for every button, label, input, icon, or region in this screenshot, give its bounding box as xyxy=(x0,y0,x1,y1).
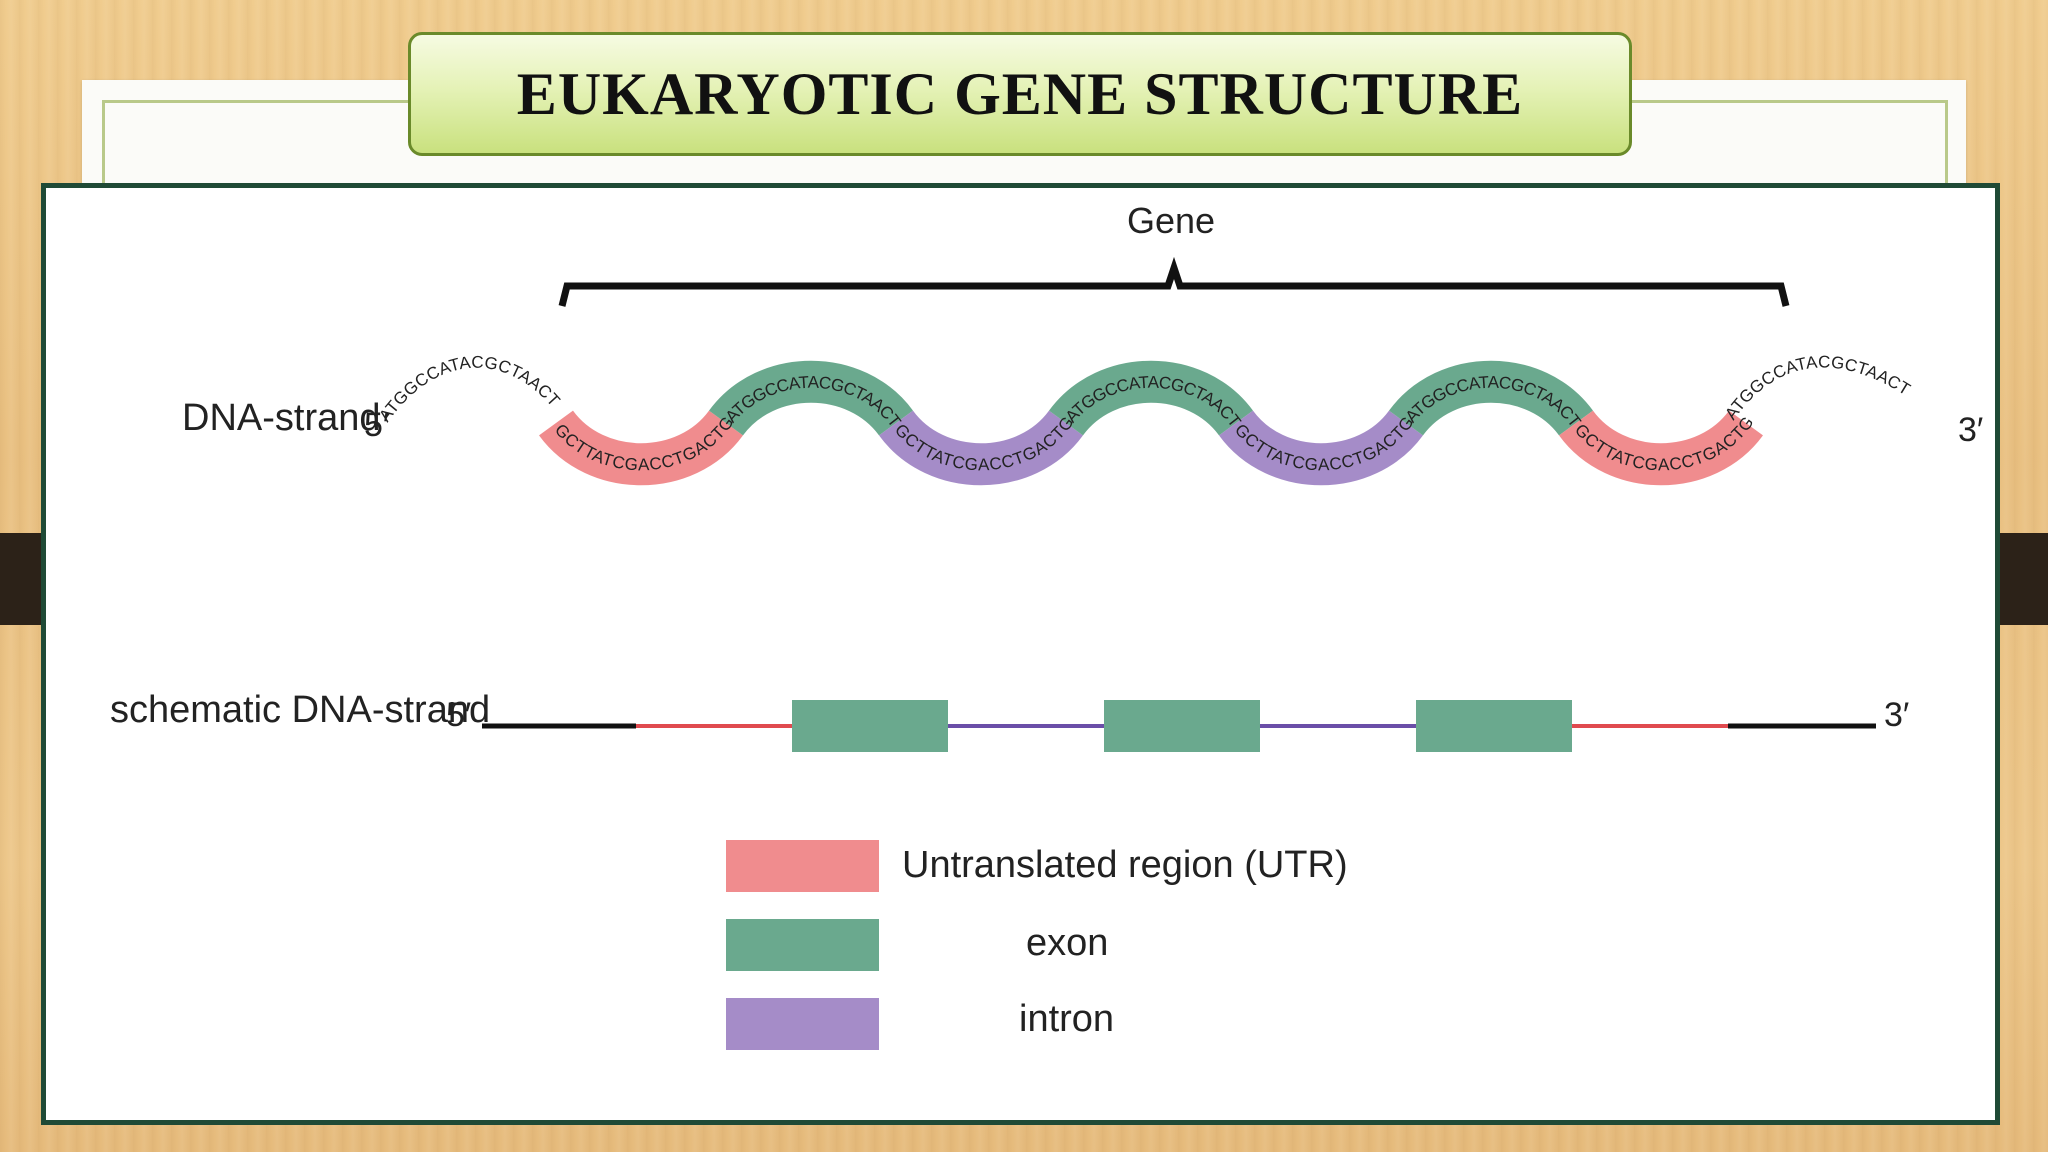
wave-segments xyxy=(539,360,1763,486)
legend-exon-swatch xyxy=(726,919,879,971)
svg-text:ATGGCCATACGCTAACT: ATGGCCATACGCTAACT xyxy=(1721,352,1914,423)
legend-intron-swatch xyxy=(726,998,879,1050)
schematic-strand xyxy=(482,700,1876,752)
legend-exon-label: exon xyxy=(1026,922,1108,964)
schematic-exon-box xyxy=(1416,700,1572,752)
svg-text:ATGGCCATACGCTAACT: ATGGCCATACGCTAACT xyxy=(375,353,563,426)
flank-left-sequence: ATGGCCATACGCTAACT xyxy=(375,353,563,426)
left-dark-band xyxy=(0,533,44,625)
legend: Untranslated region (UTR) exon intron xyxy=(726,840,1348,1050)
wave-exon-segment xyxy=(1049,360,1253,437)
three-prime-top: 3′ xyxy=(1958,411,1983,449)
gene-structure-diagram: Gene DNA-strand 5′ 3′ ATGGCCATACGCTAACT … xyxy=(110,200,1983,1050)
wave-intron-segment xyxy=(879,409,1083,486)
three-prime-bottom: 3′ xyxy=(1884,696,1909,734)
wave-exon-segment xyxy=(1389,360,1593,437)
wave-exon-segment xyxy=(709,360,913,437)
schematic-exon-box xyxy=(1104,700,1260,752)
schematic-label: schematic DNA-strand xyxy=(110,689,490,731)
wave-utr-segment xyxy=(539,409,743,486)
flank-right-sequence: ATGGCCATACGCTAACT xyxy=(1721,352,1913,423)
gene-brace xyxy=(558,256,1790,307)
five-prime-bottom: 5′ xyxy=(446,696,471,734)
right-dark-band xyxy=(2000,533,2048,625)
diagram-frame: Gene DNA-strand 5′ 3′ ATGGCCATACGCTAACT … xyxy=(41,183,2000,1125)
legend-utr-label: Untranslated region (UTR) xyxy=(902,844,1348,886)
dna-strand-label: DNA-strand xyxy=(182,397,381,439)
title-banner: EUKARYOTIC GENE STRUCTURE xyxy=(408,32,1632,156)
wave-intron-segment xyxy=(1219,409,1423,486)
page-title: EUKARYOTIC GENE STRUCTURE xyxy=(516,60,1524,127)
schematic-exon-box xyxy=(792,700,948,752)
five-prime-top: 5′ xyxy=(364,406,389,444)
legend-utr-swatch xyxy=(726,840,879,892)
gene-label: Gene xyxy=(1127,200,1215,241)
legend-intron-label: intron xyxy=(1019,998,1114,1040)
wave-utr-segment xyxy=(1559,409,1763,486)
